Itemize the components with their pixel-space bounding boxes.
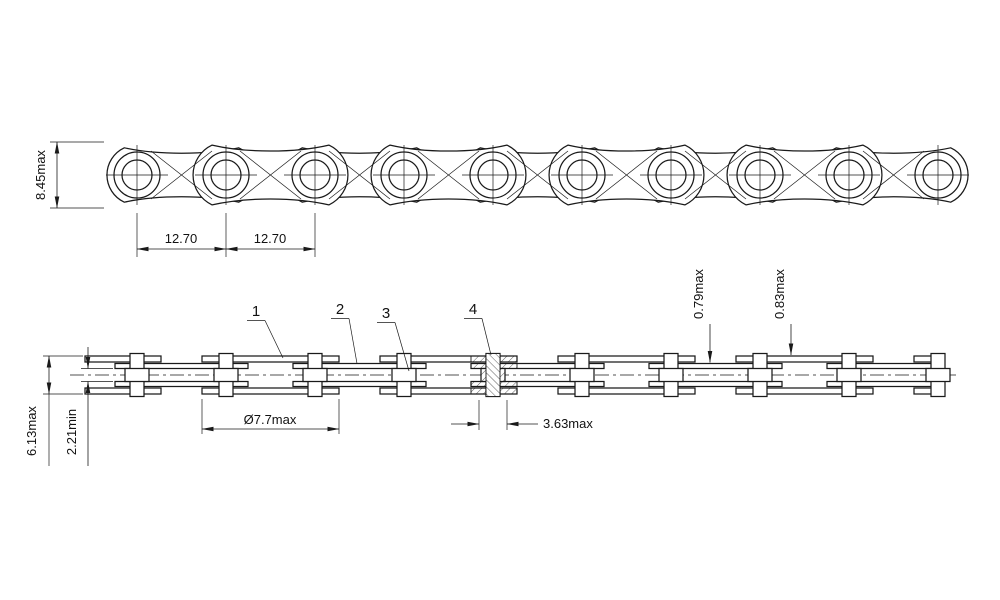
dim-inner-plate-thickness-label: 0.79max: [691, 269, 706, 319]
dim-overall-width-label: 6.13max: [24, 406, 39, 456]
dim-pin-width: 3.63max: [451, 400, 593, 431]
section-cut: [470, 353, 518, 397]
dim-chain-pitch: 12.70 12.70: [136, 213, 316, 257]
callout-outer-plate: 1: [247, 303, 284, 359]
dim-overall-width: 6.13max: [24, 355, 83, 466]
dim-height-label: 8.45max: [33, 150, 48, 200]
dim-inner-plate-thickness: 0.79max: [691, 269, 713, 363]
dim-outer-plate-thickness: 0.83max: [772, 269, 794, 356]
dim-pin-width-label: 3.63max: [543, 416, 593, 431]
dim-pitch-label-2: 12.70: [254, 231, 287, 246]
callout-inner-plate: 2: [331, 301, 358, 364]
dim-inner-width-label: 2.21min: [64, 409, 79, 455]
dim-inner-width: 2.21min: [64, 347, 113, 466]
callout-roller: 3: [377, 305, 410, 372]
plan-view: 6.13max 2.21min Ø7.7max 3.63max: [24, 269, 956, 466]
callout-3-label: 3: [382, 305, 390, 322]
dim-chain-height: 8.45max: [33, 141, 104, 209]
inner-plates: [114, 362, 945, 388]
dim-plate-diameter: Ø7.7max: [201, 399, 340, 434]
dim-plate-diameter-label: Ø7.7max: [244, 412, 297, 427]
callout-pin: 4: [464, 301, 492, 356]
callout-4-label: 4: [469, 301, 477, 318]
outer-plates: [84, 355, 945, 395]
callout-1-label: 1: [252, 303, 260, 320]
sectioned-pin: [485, 353, 501, 397]
dim-outer-plate-thickness-label: 0.83max: [772, 269, 787, 319]
callout-2-label: 2: [336, 301, 344, 318]
dim-pitch-label-1: 12.70: [165, 231, 198, 246]
side-view: 8.45max 12.70 12.70: [33, 141, 970, 257]
